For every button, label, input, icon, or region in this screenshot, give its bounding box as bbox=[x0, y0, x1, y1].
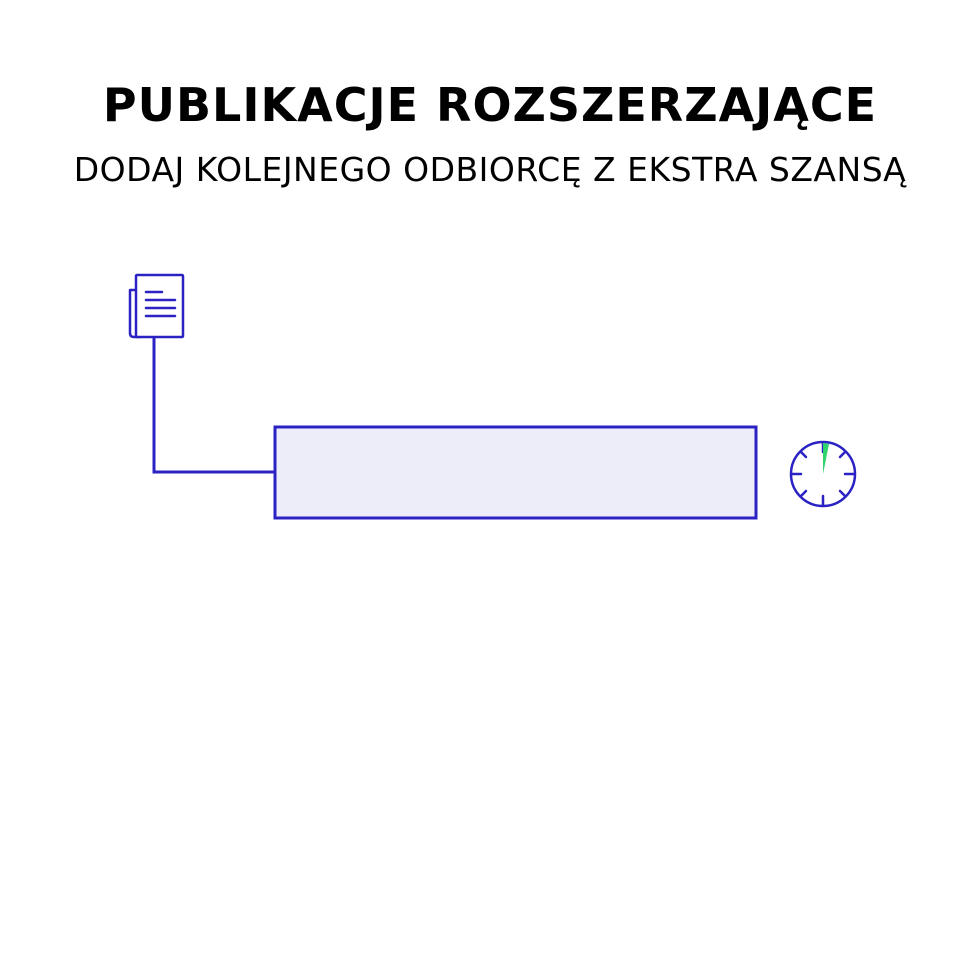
newspaper-icon bbox=[128, 273, 185, 339]
timer-progress-wedge bbox=[823, 443, 829, 474]
stopwatch-icon bbox=[789, 440, 857, 508]
page-title: PUBLIKACJE ROZSZERZAJĄCE bbox=[102, 78, 878, 132]
connector-line bbox=[152, 337, 275, 474]
page-subtitle: DODAJ KOLEJNEGO ODBIORCĘ Z EKSTRA SZANSĄ bbox=[73, 150, 907, 189]
target-box bbox=[273, 425, 758, 520]
